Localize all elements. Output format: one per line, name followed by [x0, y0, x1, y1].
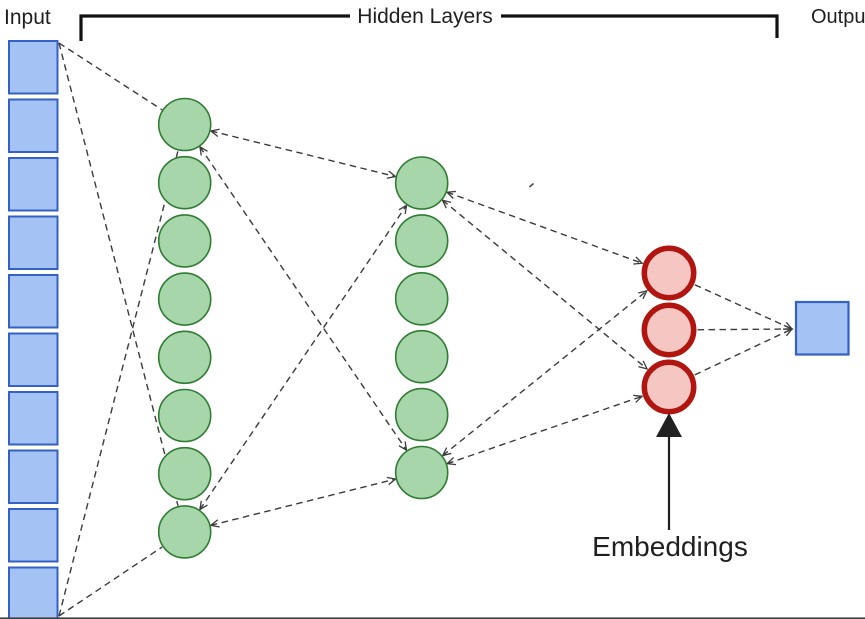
- hidden2-node: [394, 329, 449, 384]
- hidden1-node: [157, 505, 212, 559]
- connector-line: [441, 289, 649, 457]
- input-node: [8, 449, 59, 504]
- output-label: Output: [811, 6, 865, 28]
- embeddings-label: Embeddings: [592, 531, 748, 562]
- input-node: [8, 274, 59, 329]
- output-node: [794, 300, 850, 356]
- embeddings-arrow-head: [656, 413, 682, 437]
- connector-line: [58, 150, 179, 617]
- input-node: [8, 332, 59, 387]
- hidden2-node: [394, 214, 449, 268]
- hidden1-node: [157, 388, 212, 443]
- input-node: [8, 566, 59, 619]
- connector-line: [697, 324, 794, 334]
- input-node: [8, 98, 59, 153]
- embedding-node: [641, 302, 697, 358]
- hidden1-node: [157, 214, 212, 268]
- input-node: [8, 40, 59, 95]
- input-node: [8, 215, 59, 270]
- connector-line: [694, 284, 794, 330]
- hidden2-node: [394, 156, 449, 210]
- hidden1-node: [157, 272, 212, 326]
- connector-line: [445, 394, 644, 466]
- hidden2-node: [394, 445, 449, 500]
- hidden1-node: [157, 155, 212, 210]
- hidden2-node: [394, 271, 449, 326]
- connector-line: [445, 190, 644, 265]
- connector-line: [58, 546, 163, 617]
- input-label: Input: [4, 6, 51, 29]
- stray-mark: [528, 182, 535, 188]
- hidden-layers-label: Hidden Layers: [357, 5, 493, 28]
- hidden2-node: [394, 387, 449, 442]
- connector-line: [209, 128, 397, 179]
- bottom-border: [0, 617, 865, 619]
- hidden-layers-bracket: [79, 14, 779, 41]
- connector-line: [199, 204, 408, 511]
- embedding-node: [641, 359, 697, 415]
- connector-line: [58, 42, 163, 111]
- input-node: [8, 391, 59, 446]
- connector-line: [441, 199, 649, 370]
- hidden1-node: [157, 446, 212, 501]
- hidden1-node: [157, 97, 212, 152]
- connector-line: [694, 328, 794, 376]
- connector-line: [58, 42, 179, 506]
- hidden1-node: [157, 330, 212, 385]
- embedding-node: [641, 245, 697, 301]
- connector-line: [209, 476, 397, 528]
- input-node: [8, 508, 59, 563]
- connector-line: [199, 145, 408, 452]
- input-node: [8, 157, 59, 212]
